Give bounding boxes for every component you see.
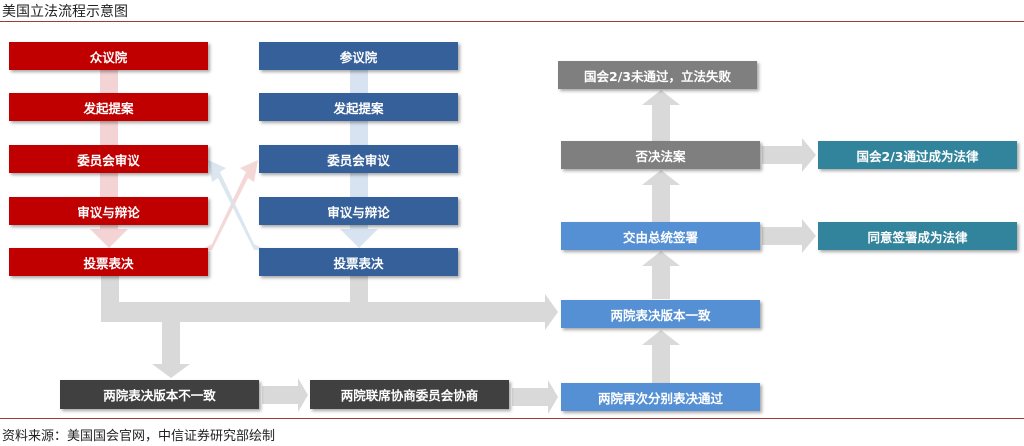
versions-agree-box: 两院表决版本一致: [561, 300, 760, 328]
house-committee-box: 委员会审议: [9, 145, 208, 173]
footer-divider: [0, 418, 1024, 419]
house-propose-box: 发起提案: [9, 93, 208, 121]
senate-box: 参议院: [259, 42, 458, 70]
veto-box: 否决法案: [561, 141, 760, 169]
conference-committee-box: 两院联席协商委员会协商: [310, 380, 509, 409]
signed-law-box: 同意签署成为法律: [818, 222, 1017, 250]
override-law-box: 国会2/3通过成为法律: [818, 141, 1017, 169]
revote-box: 两院再次分别表决通过: [561, 383, 760, 411]
source-note: 资料来源：美国国会官网，中信证券研究部绘制: [2, 429, 276, 444]
senate-debate-box: 审议与辩论: [259, 197, 458, 225]
title-divider: [0, 21, 1024, 22]
senate-propose-box: 发起提案: [259, 93, 458, 121]
house-vote-box: 投票表决: [9, 248, 208, 276]
senate-to-house-arrow: [208, 160, 266, 250]
house-to-senate-arrow: [200, 160, 258, 250]
senate-vote-box: 投票表决: [259, 248, 458, 276]
house-debate-box: 审议与辩论: [9, 197, 208, 225]
fail-box: 国会2/3未通过，立法失败: [558, 61, 757, 89]
house-box: 众议院: [9, 42, 208, 70]
merge-arrow: [101, 90, 816, 414]
diagram-title: 美国立法流程示意图: [2, 4, 128, 20]
president-sign-box: 交由总统签署: [561, 222, 760, 250]
versions-disagree-box: 两院表决版本不一致: [60, 380, 259, 409]
senate-committee-box: 委员会审议: [259, 145, 458, 173]
